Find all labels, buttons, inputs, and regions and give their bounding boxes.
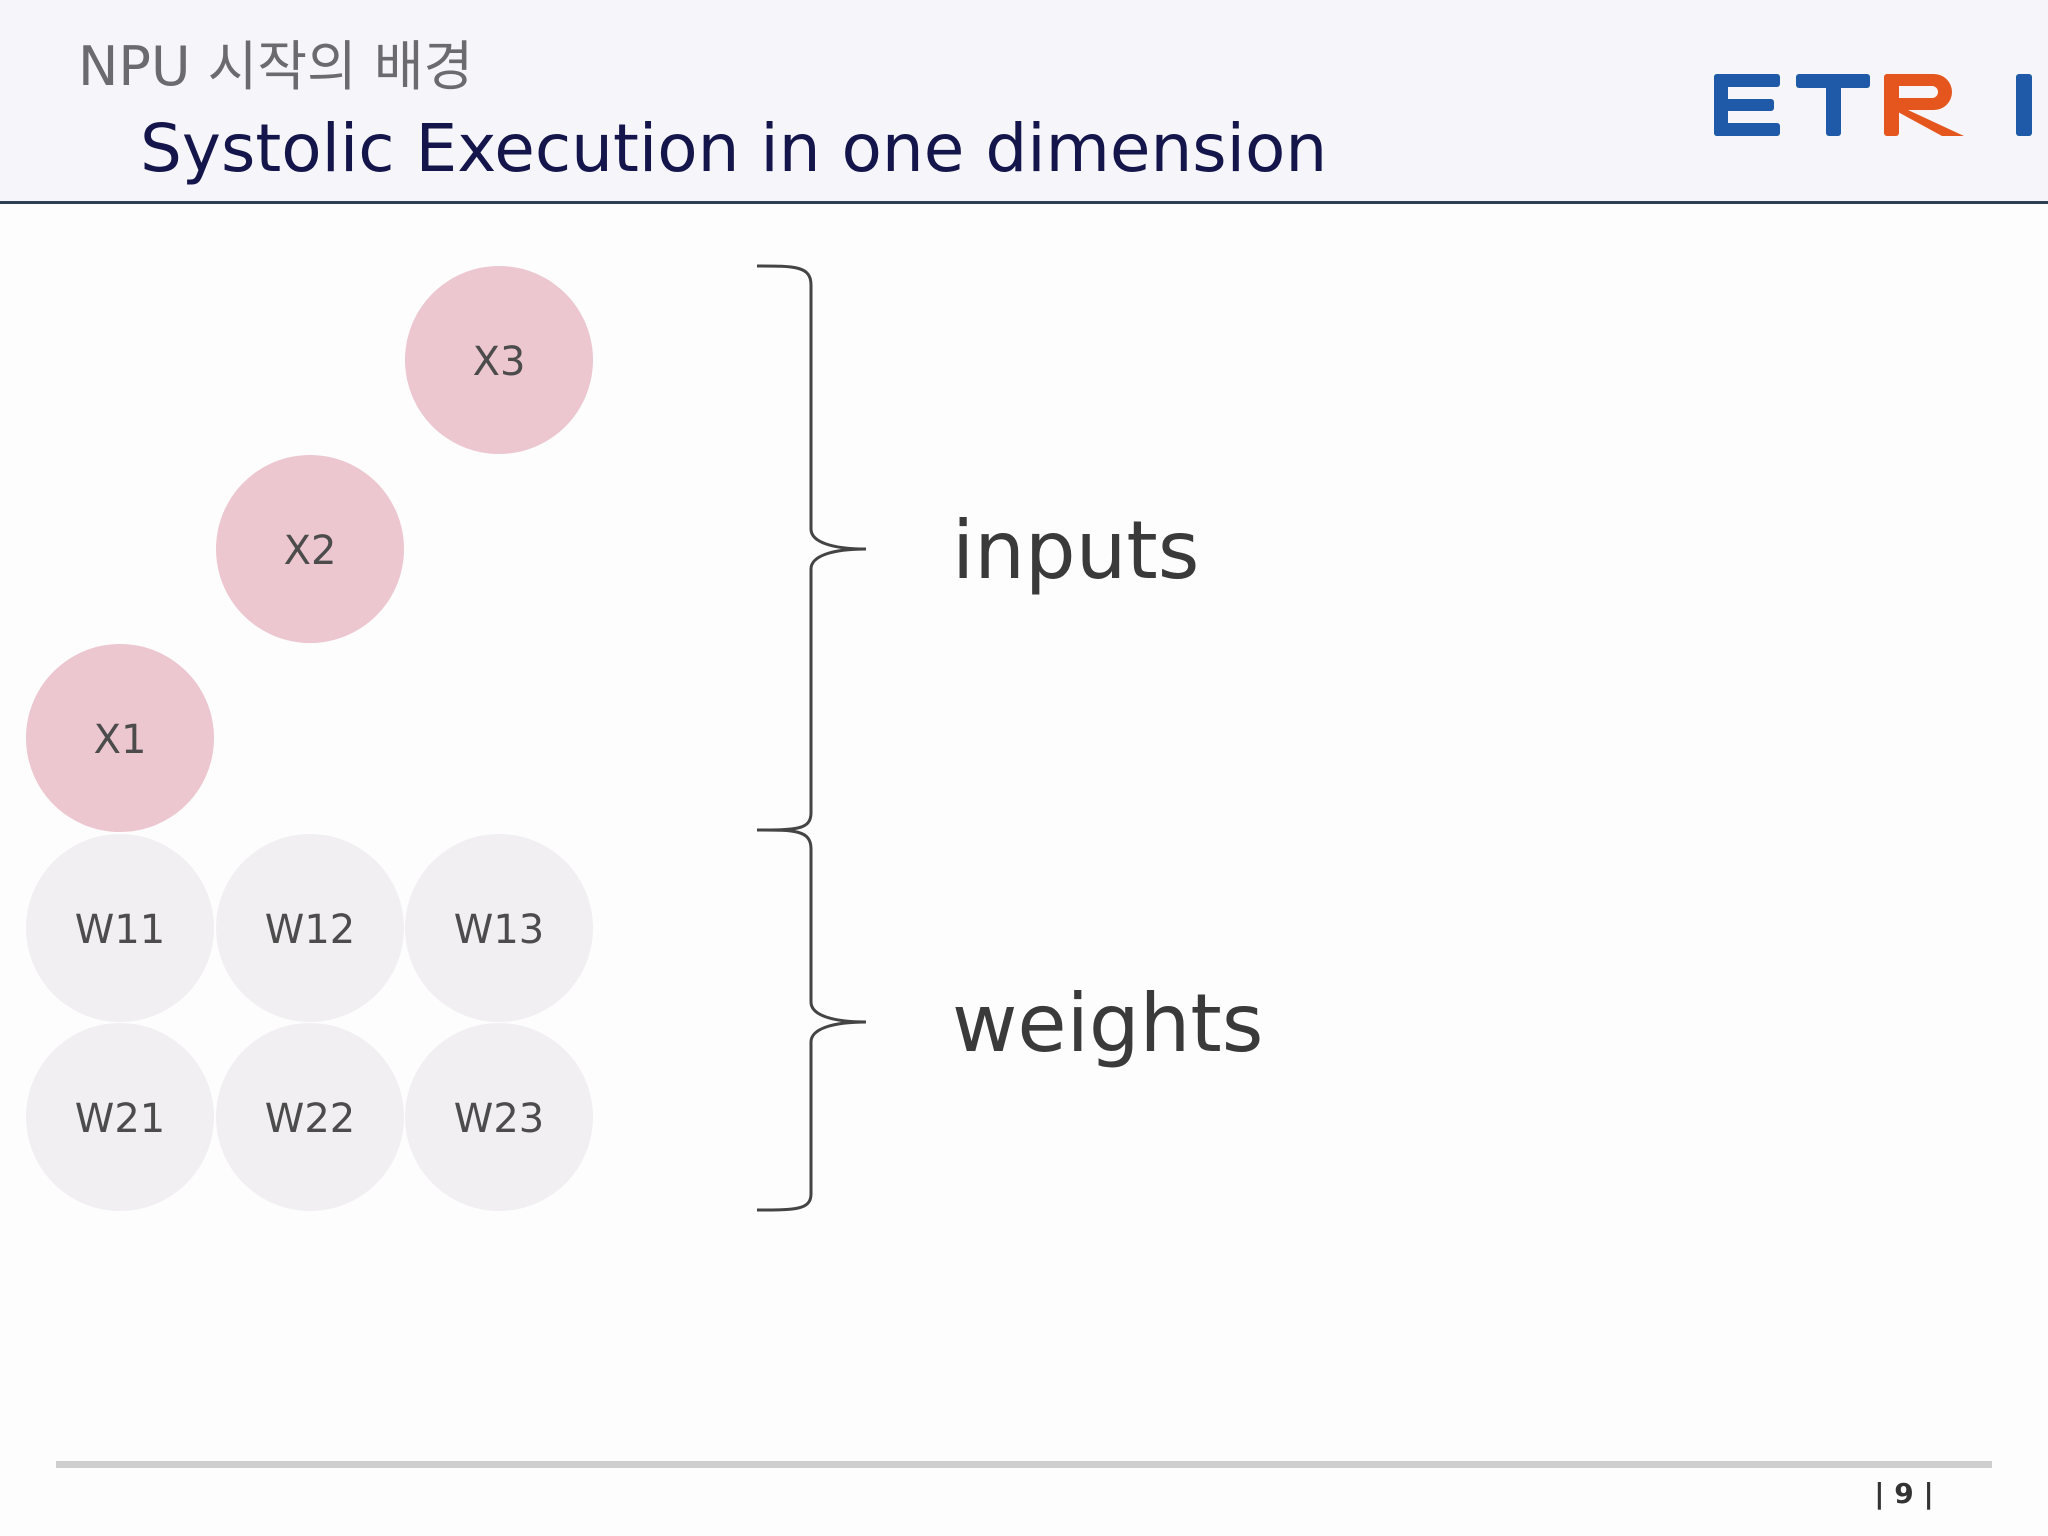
weight-circle-w13: W13 — [405, 834, 593, 1022]
logo-letter-i — [2016, 74, 2032, 136]
weight-label-w21: W21 — [75, 1096, 165, 1142]
input-circle-x3: X3 — [405, 266, 593, 454]
weight-label-w22: W22 — [265, 1096, 355, 1142]
weight-circle-w11: W11 — [26, 834, 214, 1022]
logo-letter-t — [1796, 74, 1870, 136]
inputs-brace — [756, 264, 867, 832]
page-number: | 9 | — [1874, 1477, 1934, 1510]
input-circle-x2: X2 — [216, 455, 404, 643]
logo-letter-e — [1714, 74, 1780, 136]
etri-logo — [1714, 74, 2032, 136]
weight-circle-w22: W22 — [216, 1023, 404, 1211]
weight-circle-w21: W21 — [26, 1023, 214, 1211]
weights-label: weights — [952, 977, 1263, 1070]
weight-label-w13: W13 — [454, 907, 544, 953]
input-label-x3: X3 — [473, 339, 526, 385]
weight-label-w11: W11 — [75, 907, 165, 953]
weight-circle-w23: W23 — [405, 1023, 593, 1211]
input-circles: X1 X2 X3 — [26, 266, 593, 832]
weight-circle-w12: W12 — [216, 834, 404, 1022]
weight-label-w12: W12 — [265, 907, 355, 953]
logo-letter-r — [1884, 74, 1964, 136]
footer-divider — [56, 1461, 1992, 1468]
weights-brace — [756, 828, 867, 1212]
slide-title: Systolic Execution in one dimension — [140, 110, 1328, 187]
weight-label-w23: W23 — [454, 1096, 544, 1142]
slide-subtitle: NPU 시작의 배경 — [78, 35, 474, 98]
input-circle-x1: X1 — [26, 644, 214, 832]
slide-header: NPU 시작의 배경 Systolic Execution in one dim… — [0, 0, 2048, 204]
inputs-label: inputs — [952, 504, 1199, 597]
weight-circles: W11 W12 W13 W21 W22 W23 — [26, 834, 593, 1211]
input-label-x2: X2 — [284, 528, 337, 574]
input-label-x1: X1 — [94, 717, 147, 763]
